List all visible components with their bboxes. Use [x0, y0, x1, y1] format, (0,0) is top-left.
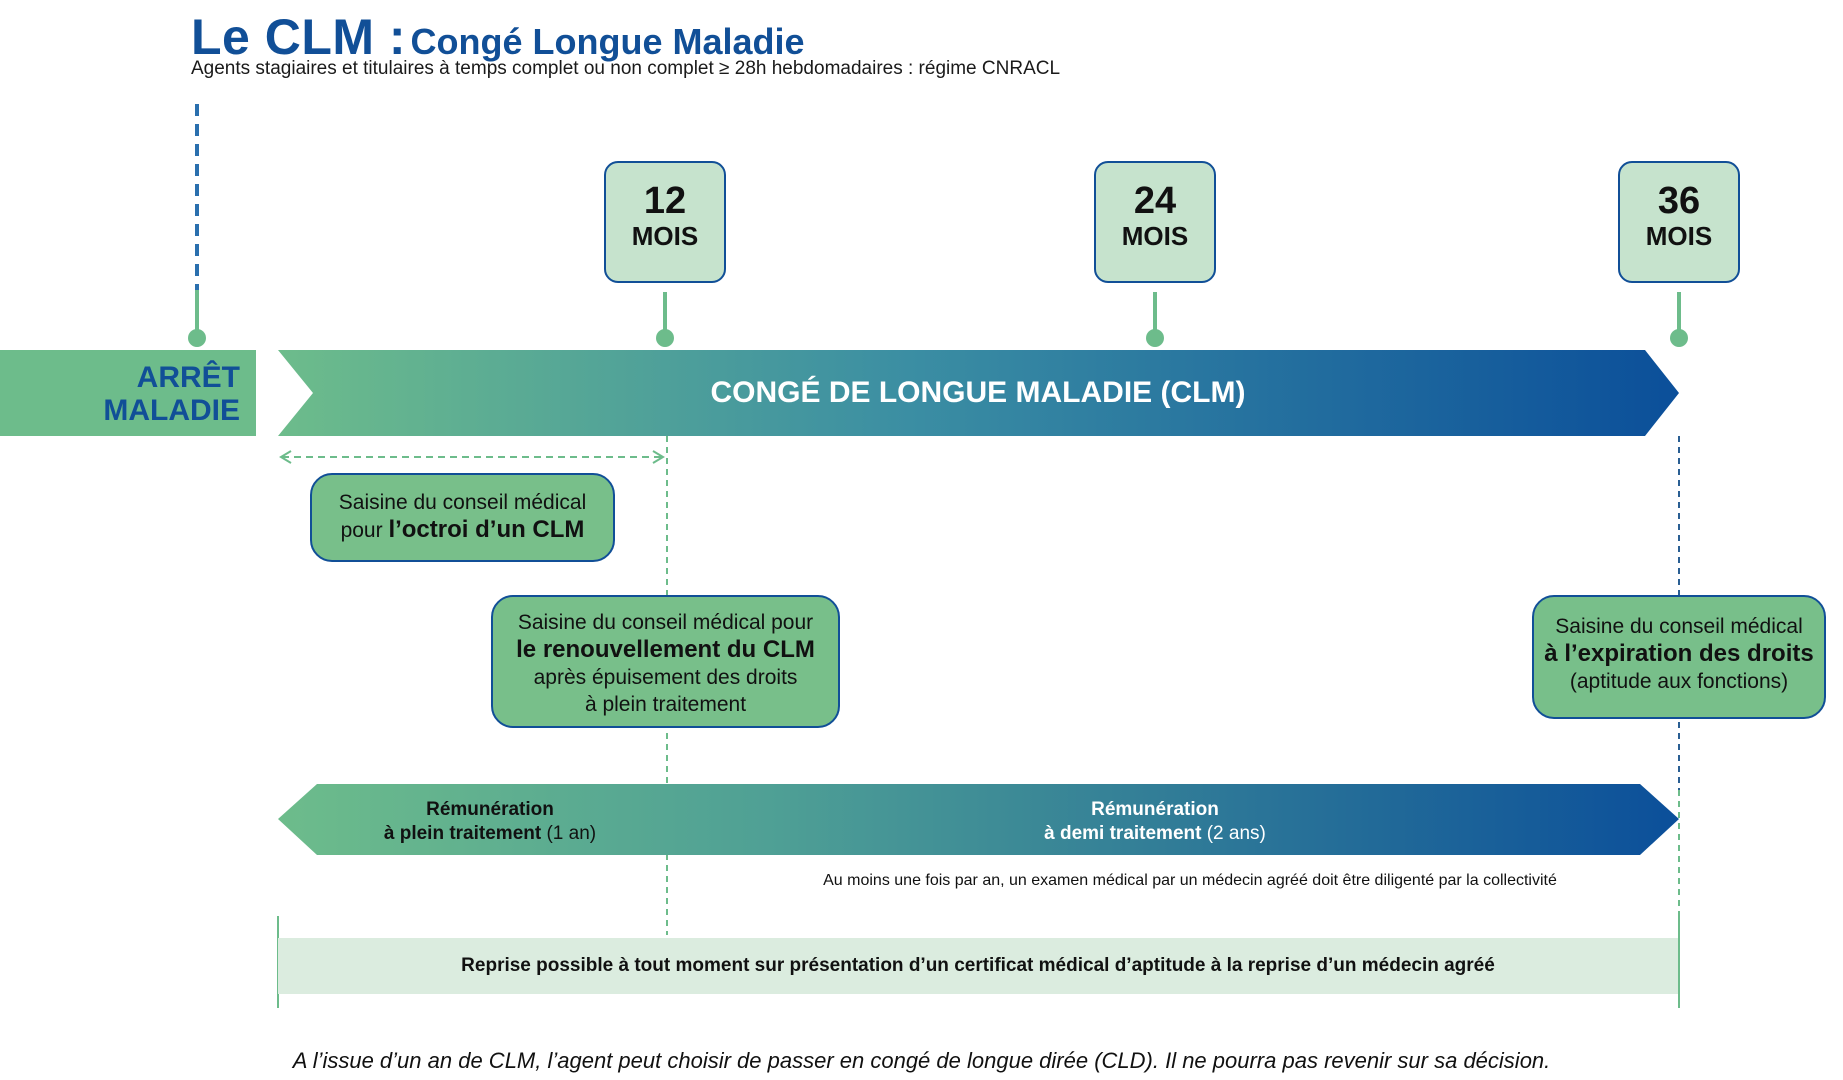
clm-arrow-label: CONGÉ DE LONGUE MALADIE (CLM)	[710, 376, 1246, 409]
reprise-note: Reprise possible à tout moment sur prése…	[278, 938, 1678, 994]
expir-line1: Saisine du conseil médical	[1555, 615, 1803, 638]
octroi-line2-bold: l’octroi d’un CLM	[388, 516, 585, 543]
milestone-unit: MOIS	[1645, 221, 1713, 251]
arret-line1: ARRÊT	[136, 361, 240, 394]
dot-36	[1670, 329, 1688, 347]
milestone-value: 36	[1657, 180, 1701, 222]
milestone-unit: MOIS	[631, 221, 699, 251]
footer-note: A l’issue d’un an de CLM, l’agent peut c…	[292, 1048, 1551, 1073]
expir-line3: (aptitude aux fonctions)	[1569, 670, 1789, 693]
remuneration-demi-label: Rémunération à demi traitement (2 ans)	[1005, 798, 1305, 846]
octroi-line1: Saisine du conseil médical	[338, 491, 587, 514]
milestone-unit: MOIS	[1121, 221, 1189, 251]
page-title: Le CLM : Congé Longue Maladie	[191, 8, 805, 66]
dot-12	[656, 329, 674, 347]
expir-line2-bold: à l’expiration des droits	[1544, 640, 1814, 667]
milestone-value: 12	[643, 180, 687, 222]
clm-arrow	[278, 350, 1679, 436]
milestone-12-months: 12 MOIS	[604, 161, 726, 283]
page-subtitle: Agents stagiaires et titulaires à temps …	[191, 58, 1061, 79]
demi-line2-light: (2 ans)	[1201, 823, 1266, 844]
remuneration-plein-label: Rémunération à plein traitement (1 an)	[340, 798, 640, 846]
arret-line2: MALADIE	[103, 394, 240, 427]
note-expiration: Saisine du conseil médical à l’expiratio…	[1532, 595, 1826, 719]
demi-line1: Rémunération	[1091, 799, 1219, 820]
title-sub: Congé Longue Maladie	[410, 21, 805, 62]
octroi-line2-prefix: pour	[340, 519, 389, 542]
octroi-range-left-head	[279, 450, 292, 464]
remuneration-arrow	[278, 784, 1679, 855]
title-main: Le CLM :	[191, 9, 407, 65]
renouv-line2-bold: le renouvellement du CLM	[516, 636, 815, 663]
renouv-line1: Saisine du conseil médical pour	[517, 611, 814, 634]
milestone-36-months: 36 MOIS	[1618, 161, 1740, 283]
note-octroi: Saisine du conseil médical pour l’octroi…	[310, 473, 615, 562]
demi-line2-bold: à demi traitement	[1044, 823, 1202, 844]
plein-line2-bold: à plein traitement	[383, 823, 542, 844]
milestone-24-months: 24 MOIS	[1094, 161, 1216, 283]
plein-line1: Rémunération	[426, 799, 554, 820]
arret-maladie-block: ARRÊT MALADIE	[0, 350, 256, 436]
octroi-range-right-head	[652, 450, 665, 464]
start-dot	[188, 329, 206, 347]
note-renouvellement: Saisine du conseil médical pour le renou…	[491, 595, 840, 728]
exam-note: Au moins une fois par an, un examen médi…	[823, 872, 1557, 889]
milestone-value: 24	[1133, 180, 1177, 222]
renouv-line3: après épuisement des droits	[533, 666, 798, 689]
dot-24	[1146, 329, 1164, 347]
plein-line2-light: (1 an)	[541, 823, 597, 844]
renouv-line4: à plein traitement	[584, 693, 747, 716]
